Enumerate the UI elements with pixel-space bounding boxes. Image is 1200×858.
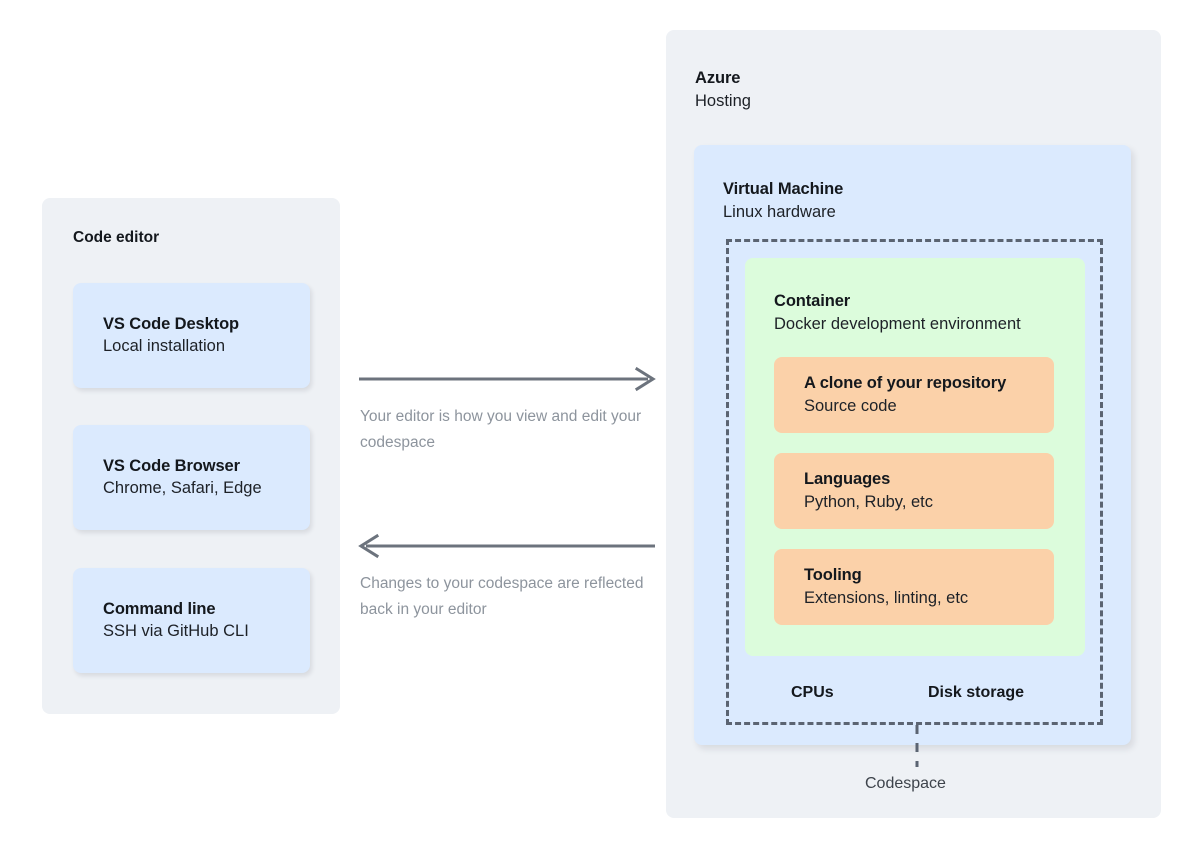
azure-heading: Azure xyxy=(695,69,741,87)
card-tooling-text: Tooling Extensions, linting, etc xyxy=(804,565,968,609)
azure-heading-block: Azure Hosting xyxy=(695,68,751,112)
card-command-line-text: Command line SSH via GitHub CLI xyxy=(103,599,249,643)
card-vs-code-browser-subtitle: Chrome, Safari, Edge xyxy=(103,479,262,498)
card-languages-title: Languages xyxy=(804,470,891,489)
arrow-left-icon xyxy=(358,533,655,559)
card-repository-clone-subtitle: Source code xyxy=(804,396,897,415)
codespace-label: Codespace xyxy=(865,775,946,792)
card-tooling-subtitle: Extensions, linting, etc xyxy=(804,588,969,607)
card-repository-clone-title: A clone of your repository xyxy=(804,374,1007,393)
container-title: Container xyxy=(774,292,851,310)
arrow-left-caption: Changes to your codespace are reflected … xyxy=(360,575,644,619)
card-languages[interactable]: Languages Python, Ruby, etc xyxy=(774,453,1054,529)
card-command-line-subtitle: SSH via GitHub CLI xyxy=(103,622,249,641)
card-command-line[interactable]: Command line SSH via GitHub CLI xyxy=(73,568,310,673)
card-vs-code-browser-title: VS Code Browser xyxy=(103,456,240,475)
card-vs-code-desktop-title: VS Code Desktop xyxy=(103,314,240,333)
resource-disk-storage: Disk storage xyxy=(928,684,1025,701)
virtual-machine-title: Virtual Machine xyxy=(723,180,844,198)
codespace-leader-line xyxy=(915,725,919,767)
card-languages-subtitle: Python, Ruby, etc xyxy=(804,492,934,511)
code-editor-heading: Code editor xyxy=(73,229,160,246)
card-vs-code-desktop[interactable]: VS Code Desktop Local installation xyxy=(73,283,310,388)
virtual-machine-subtitle: Linux hardware xyxy=(723,202,836,221)
resource-cpus: CPUs xyxy=(791,684,834,701)
card-languages-text: Languages Python, Ruby, etc xyxy=(804,469,933,513)
card-vs-code-browser-text: VS Code Browser Chrome, Safari, Edge xyxy=(103,456,262,500)
codespace-boundary xyxy=(726,239,1103,725)
azure-subheading: Hosting xyxy=(695,91,751,110)
card-tooling[interactable]: Tooling Extensions, linting, etc xyxy=(774,549,1054,625)
card-vs-code-browser[interactable]: VS Code Browser Chrome, Safari, Edge xyxy=(73,425,310,530)
arrow-right-caption: Your editor is how you view and edit you… xyxy=(360,408,642,452)
card-repository-clone[interactable]: A clone of your repository Source code xyxy=(774,357,1054,433)
card-command-line-title: Command line xyxy=(103,599,216,618)
virtual-machine-heading-block: Virtual Machine Linux hardware xyxy=(723,179,843,223)
arrow-right-icon xyxy=(359,366,656,392)
card-tooling-title: Tooling xyxy=(804,566,862,585)
container-heading-block: Container Docker development environment xyxy=(774,291,1021,335)
card-vs-code-desktop-text: VS Code Desktop Local installation xyxy=(103,314,239,358)
card-repository-clone-text: A clone of your repository Source code xyxy=(804,373,1006,417)
container-subtitle: Docker development environment xyxy=(774,314,1021,333)
card-vs-code-desktop-subtitle: Local installation xyxy=(103,337,225,356)
